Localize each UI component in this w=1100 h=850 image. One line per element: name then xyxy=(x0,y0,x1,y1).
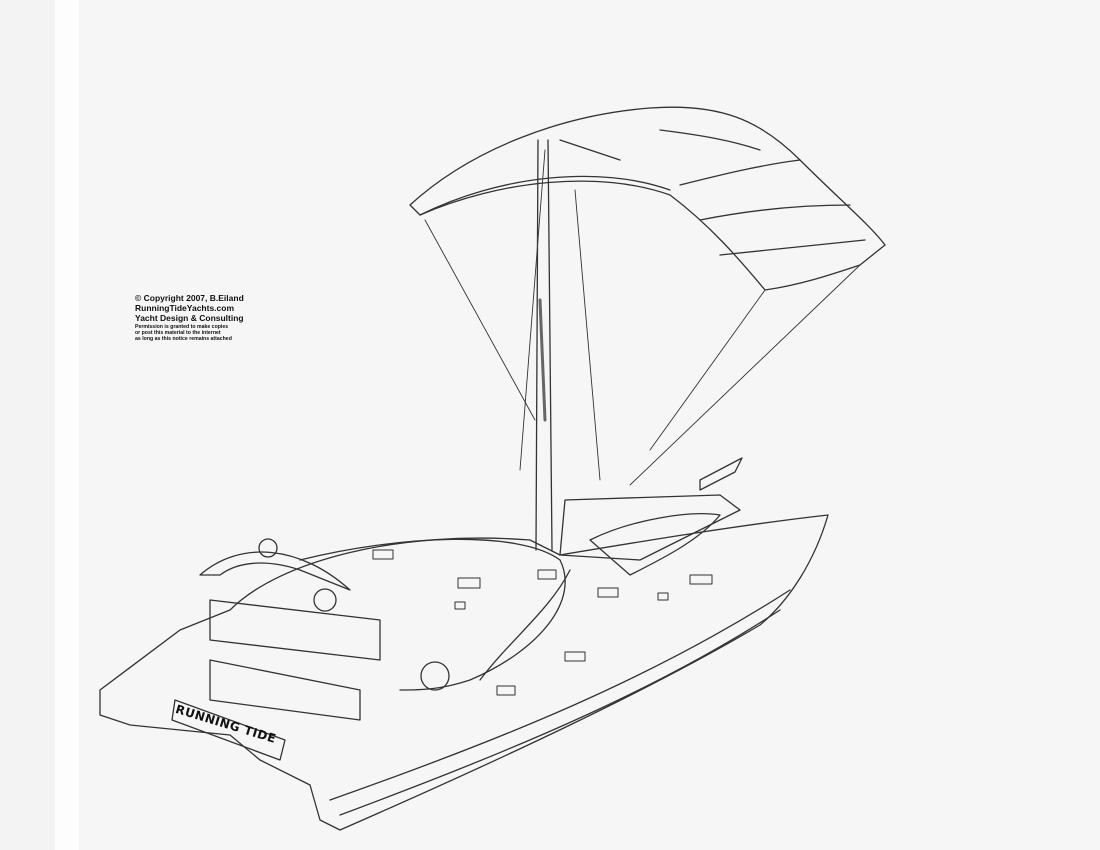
kite-lines xyxy=(424,149,861,486)
copyright-line: © Copyright 2007, B.Eiland xyxy=(135,293,244,303)
copyright-notice: © Copyright 2007, B.Eiland RunningTideYa… xyxy=(135,293,244,342)
scan-edge-strip xyxy=(55,0,79,850)
permission-line-1: Permission is granted to make copies xyxy=(135,323,229,330)
paper xyxy=(79,0,1100,850)
website-line: RunningTideYachts.com xyxy=(135,303,235,314)
mast xyxy=(535,139,553,551)
kite-canopy xyxy=(409,106,886,291)
hull xyxy=(99,457,829,831)
permission-line-3: as long as this notice remains attached xyxy=(135,336,232,343)
permission-line-2: or post this material to the internet xyxy=(135,329,221,336)
company-line: Yacht Design & Consulting xyxy=(135,313,244,324)
hatches xyxy=(372,549,713,696)
